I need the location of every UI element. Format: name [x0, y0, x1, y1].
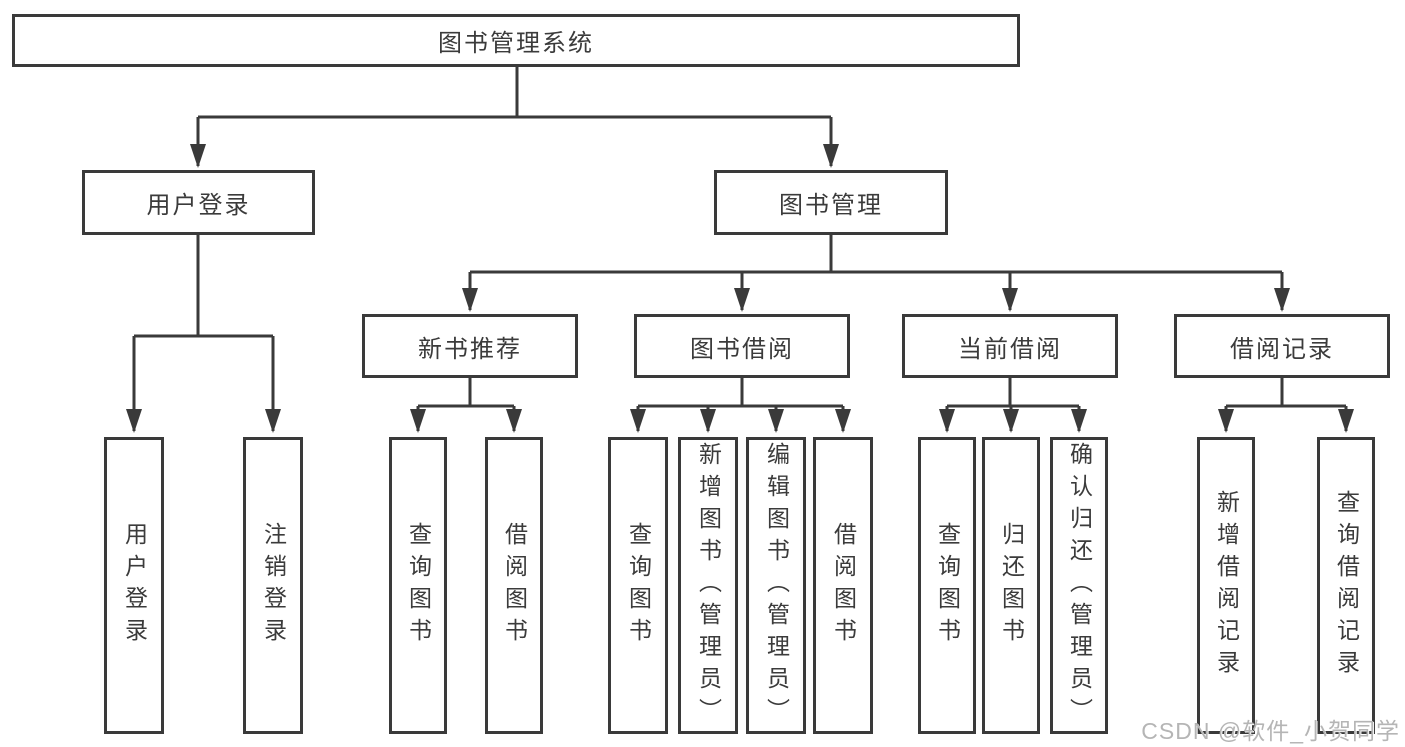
csdn-watermark: CSDN @软件_小贺同学 [1141, 718, 1400, 744]
node-borrowing-records: 借阅记录 [1174, 314, 1390, 378]
node-label: 查询图书 [934, 521, 961, 650]
leaf-edit-book-admin: 编辑图书（管理员） [746, 437, 806, 734]
leaf-confirm-return-admin: 确认归还（管理员） [1050, 437, 1108, 734]
node-user-login: 用户登录 [82, 170, 315, 235]
node-label: 查询图书 [625, 521, 652, 650]
node-label: 新增借阅记录 [1213, 489, 1240, 682]
leaf-add-borrow-record: 新增借阅记录 [1197, 437, 1255, 734]
node-label: 图书借阅 [690, 335, 794, 363]
node-label: 编辑图书（管理员） [763, 442, 790, 730]
leaf-query-book-1: 查询图书 [389, 437, 447, 734]
node-label: 查询借阅记录 [1333, 489, 1360, 682]
node-book-borrowing: 图书借阅 [634, 314, 850, 378]
node-label: 借阅记录 [1230, 335, 1334, 363]
leaf-borrow-book-1: 借阅图书 [485, 437, 543, 734]
node-label: 用户登录 [121, 521, 148, 650]
node-label: 当前借阅 [958, 335, 1062, 363]
node-label: 注销登录 [260, 521, 287, 650]
leaf-query-book-2: 查询图书 [608, 437, 668, 734]
node-label: 新书推荐 [418, 335, 522, 363]
node-label: 查询图书 [405, 521, 432, 650]
node-root-system: 图书管理系统 [12, 14, 1020, 67]
leaf-return-book: 归还图书 [982, 437, 1040, 734]
node-label: 用户登录 [146, 192, 251, 219]
node-label: 图书管理系统 [438, 30, 594, 57]
node-new-book-recommend: 新书推荐 [362, 314, 578, 378]
leaf-borrow-book-2: 借阅图书 [813, 437, 873, 734]
node-label: 图书管理 [779, 192, 883, 219]
leaf-query-book-3: 查询图书 [918, 437, 976, 734]
node-label: 借阅图书 [501, 521, 528, 650]
node-current-borrowing: 当前借阅 [902, 314, 1118, 378]
leaf-user-login: 用户登录 [104, 437, 164, 734]
leaf-query-borrow-record: 查询借阅记录 [1317, 437, 1375, 734]
node-label: 归还图书 [998, 521, 1025, 650]
node-label: 确认归还（管理员） [1066, 442, 1093, 730]
leaf-add-book-admin: 新增图书（管理员） [678, 437, 738, 734]
node-label: 借阅图书 [830, 521, 857, 650]
node-book-management: 图书管理 [714, 170, 948, 235]
node-label: 新增图书（管理员） [695, 442, 722, 730]
leaf-logout: 注销登录 [243, 437, 303, 734]
